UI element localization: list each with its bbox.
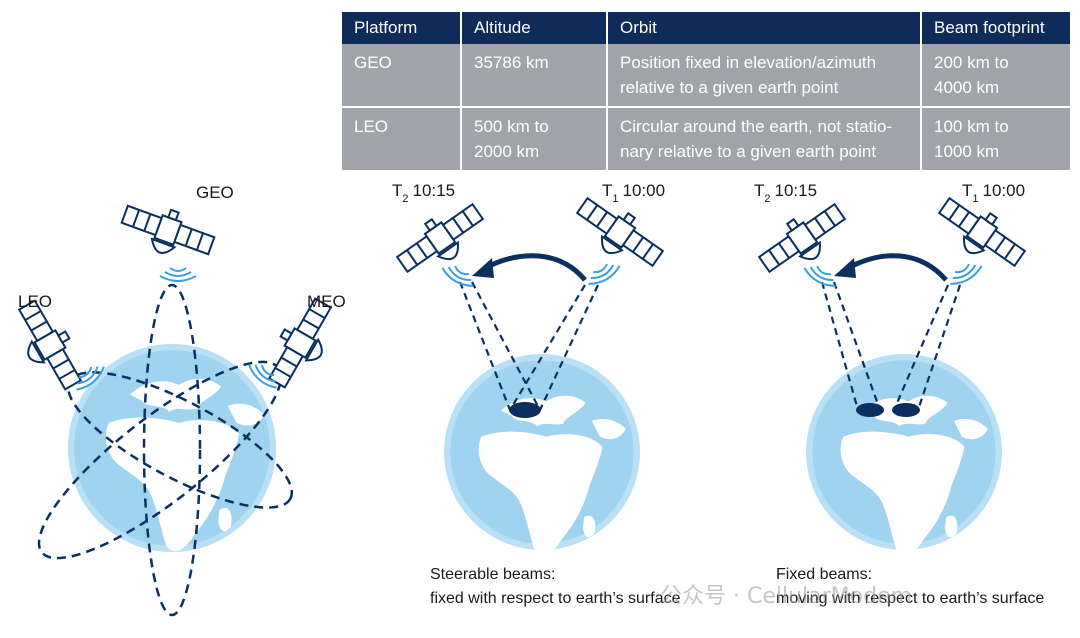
table-row: GEO 35786 km Position fixed in elevation… (342, 44, 1070, 107)
geo-label: GEO (196, 183, 234, 202)
beam-footprint-t1 (892, 403, 920, 417)
cell-text: 2000 km (474, 142, 540, 161)
caption-text: fixed with respect to earth’s surface (430, 590, 681, 607)
watermark: 公众号 · CellularModem (660, 584, 913, 609)
table-row: LEO 500 km to 2000 km Circular around the… (342, 106, 1070, 170)
cell-text: Circular around the earth, not statio- (620, 117, 893, 136)
caption-title: Fixed beams: (776, 566, 873, 583)
fixed-caption: Fixed beams: moving with respect to eart… (776, 563, 1044, 611)
caption-text: moving with respect to earth’s surface (776, 590, 1045, 607)
cell-footprint: 100 km to 1000 km (921, 106, 1070, 170)
platform-table: Platform Altitude Orbit Beam footprint G… (342, 12, 1070, 170)
beam-footprint (509, 402, 541, 418)
cell-text: 100 km to (934, 117, 1009, 136)
cell-text: GEO (354, 53, 392, 72)
cell-text: 200 km to (934, 53, 1009, 72)
t1-signal-icon (945, 258, 986, 290)
cell-orbit: Position fixed in elevation/azimuth relat… (607, 44, 922, 107)
cell-platform: LEO (342, 106, 462, 170)
orbits-diagram: GEO LEO MEO (5, 183, 346, 617)
beam-lines (458, 281, 599, 411)
caption-title: Steerable beams: (430, 566, 556, 583)
t1-satellite-icon (567, 188, 671, 280)
cell-text: 500 km to (474, 117, 549, 136)
cell-text: 1000 km (934, 142, 1000, 161)
t2-satellite-icon (389, 194, 493, 286)
geo-signal-icon (159, 267, 197, 282)
header-beam-footprint: Beam footprint (921, 12, 1070, 44)
cell-text: Position fixed in elevation/azimuth (620, 53, 877, 72)
cell-text: 4000 km (934, 78, 1000, 97)
t1-signal-icon (583, 258, 624, 290)
cell-platform: GEO (342, 44, 462, 107)
cell-altitude: 500 km to 2000 km (461, 106, 608, 170)
cell-footprint: 200 km to 4000 km (921, 44, 1070, 107)
t2-signal-icon (800, 260, 841, 292)
arrowhead-icon (472, 258, 494, 278)
cell-altitude: 35786 km (461, 44, 608, 107)
t2-satellite-icon (751, 194, 855, 286)
meo-label: MEO (307, 292, 346, 311)
motion-arrow (846, 253, 948, 282)
cell-text: 35786 km (474, 53, 549, 72)
header-orbit: Orbit (607, 12, 922, 44)
steerable-caption: Steerable beams: fixed with respect to e… (430, 563, 681, 611)
cell-orbit: Circular around the earth, not statio-na… (607, 106, 922, 170)
beam-lines (820, 281, 962, 411)
geo-satellite-icon (115, 194, 220, 270)
table-header-row: Platform Altitude Orbit Beam footprint (342, 12, 1070, 44)
motion-arrow (483, 253, 587, 282)
cell-text: LEO (354, 117, 389, 136)
leo-label: LEO (18, 292, 52, 311)
arrowhead-icon (834, 258, 856, 278)
beam-footprint-t2 (856, 403, 884, 417)
cell-text: nary relative to a given earth point (620, 142, 877, 161)
t2-signal-icon (438, 260, 479, 292)
t1-satellite-icon (929, 188, 1033, 280)
header-altitude: Altitude (461, 12, 608, 44)
cell-text: relative to a given earth point (620, 78, 839, 97)
header-platform: Platform (342, 12, 462, 44)
